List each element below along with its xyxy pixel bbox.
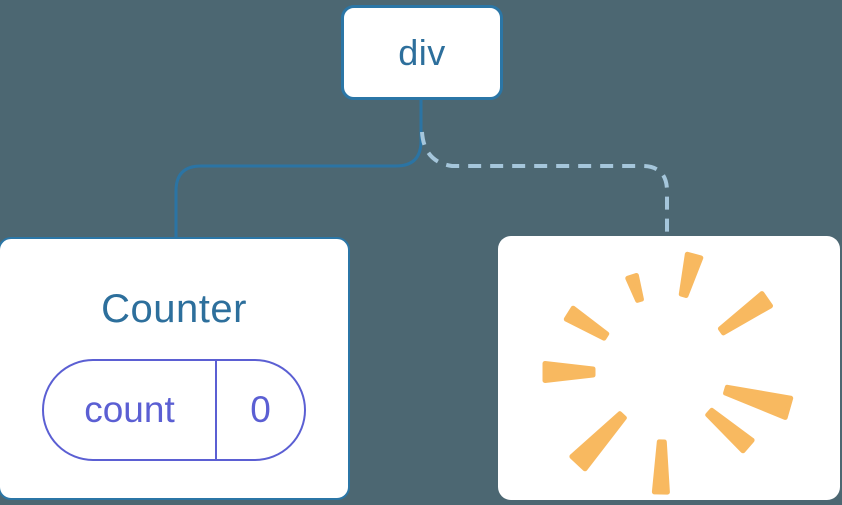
poof-burst-ray xyxy=(705,407,755,454)
state-value-label: 0 xyxy=(250,389,271,430)
poof-burst-icon xyxy=(542,251,794,495)
edge-div-to-counter-solid xyxy=(174,98,423,239)
div-node-label: div xyxy=(398,31,446,73)
state-key-cell: count xyxy=(44,361,217,459)
poof-burst-ray xyxy=(651,439,670,495)
state-pill: count 0 xyxy=(42,359,306,461)
poof-burst-ray xyxy=(678,251,704,298)
edge-div-to-removed-dashed xyxy=(420,131,669,236)
counter-component-title: Counter xyxy=(101,287,247,331)
state-key-label: count xyxy=(84,389,175,430)
poof-burst-ray xyxy=(569,411,627,472)
poof-burst-ray xyxy=(563,305,610,341)
state-value-cell: 0 xyxy=(217,361,304,459)
poof-burst-ray xyxy=(718,291,773,336)
poof-burst-ray xyxy=(723,384,794,420)
tree-node-div: div xyxy=(341,5,503,100)
poof-burst-ray xyxy=(625,273,644,303)
tree-node-removed xyxy=(498,236,840,500)
tree-node-counter: Counter count 0 xyxy=(0,237,350,500)
poof-burst-ray xyxy=(542,361,596,383)
